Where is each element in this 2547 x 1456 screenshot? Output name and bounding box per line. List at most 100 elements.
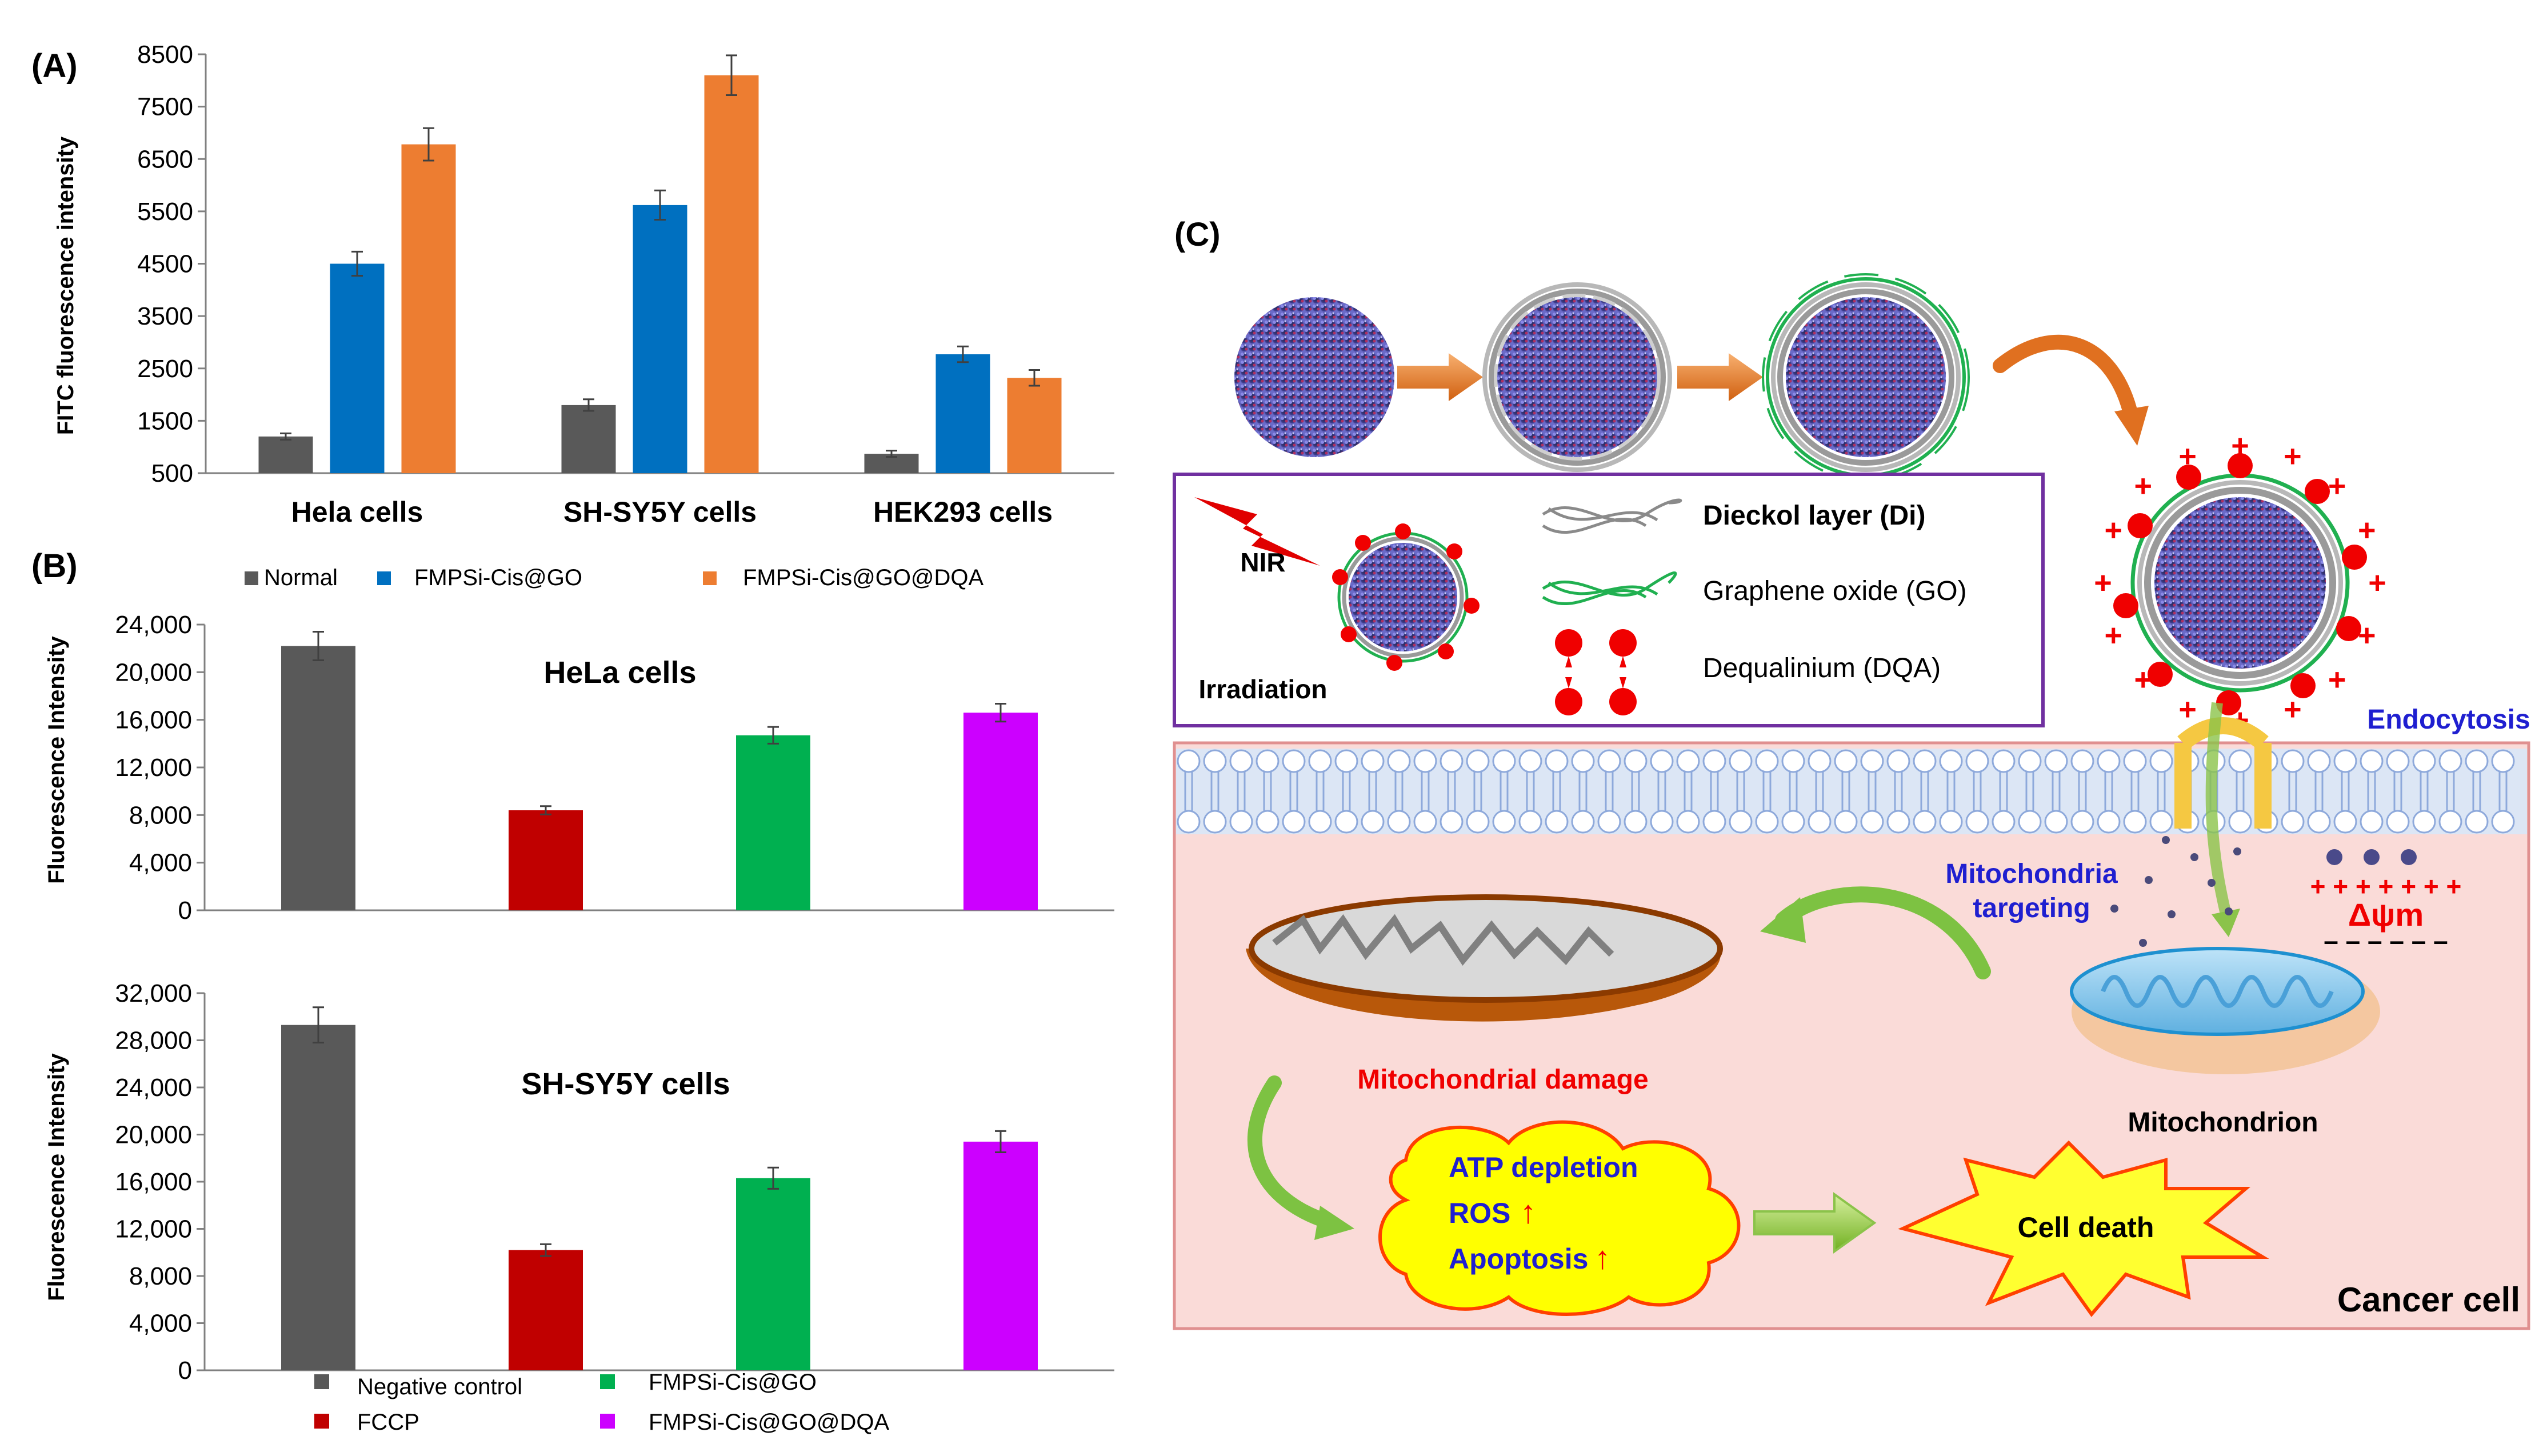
- chart-b-ytick-label: 8,000: [129, 1262, 192, 1290]
- nir-label-2: Irradiation: [1199, 674, 1328, 704]
- arrow-right-icon-1: [1397, 353, 1483, 401]
- chart-b-bar: [509, 1250, 583, 1370]
- chart-b-bar: [736, 735, 810, 910]
- plus-mark: +: [2134, 663, 2153, 697]
- nir-label-1: NIR: [1240, 547, 1285, 577]
- chart-b-ytick-label: 24,000: [115, 1074, 192, 1102]
- chart-a-bar: [633, 205, 687, 473]
- apoptosis-up-arrow: ↑: [1594, 1239, 1610, 1275]
- plus-mark: +: [2368, 566, 2386, 600]
- ros-up-arrow: ↑: [1520, 1194, 1536, 1230]
- chart-a-bar: [704, 75, 759, 473]
- graphene-oxide-icon: [1542, 571, 1677, 605]
- chart-a-bar: [1007, 378, 1062, 473]
- dieckol-layer-icon: [1542, 498, 1682, 534]
- chart-a-ytick-label: 1500: [137, 407, 193, 435]
- chart-b-hela-ylabel: Fluorescence Intensity: [44, 636, 69, 884]
- plus-mark: +: [2358, 513, 2376, 547]
- cell-death-burst: [1898, 1140, 2269, 1317]
- plus-mark: +: [2284, 439, 2302, 473]
- mito-targeting-label-1: Mitochondria: [1945, 859, 2118, 889]
- np-dqa-final: [2113, 453, 2367, 715]
- chart-b-ytick-label: 20,000: [115, 658, 192, 686]
- plus-mark: +: [2328, 663, 2346, 697]
- chart-b-bar: [281, 1025, 355, 1370]
- chart-a-ytick-label: 8500: [137, 41, 193, 69]
- atp-depletion-label: ATP depletion: [1449, 1151, 1638, 1183]
- chart-a-ytick-label: 4500: [137, 250, 193, 278]
- plus-mark: +: [2358, 618, 2376, 653]
- legend-go: Graphene oxide (GO): [1703, 576, 1967, 606]
- np-irradiated-icon: [1332, 523, 1480, 671]
- legend-b-go: FMPSi-Cis@GO: [649, 1370, 817, 1395]
- cell-membrane: [1176, 749, 2527, 834]
- legend-dqa-c: Dequalinium (DQA): [1703, 653, 1941, 683]
- chart-b-bar: [963, 713, 1038, 910]
- legend-a: Normal FMPSi-Cis@GO FMPSi-Cis@GO@DQA: [245, 565, 984, 590]
- arrow-right-green-icon: [1753, 1192, 1877, 1254]
- membrane-plus-row: + + + + + + +: [2310, 871, 2462, 901]
- np-dieckol-coated: [1482, 282, 1672, 472]
- np-small-icons: [2326, 849, 2417, 865]
- legend-b-swatch-go: [600, 1374, 615, 1389]
- legend-b-neg: Negative control: [357, 1374, 522, 1399]
- legend-a-swatch-dqa: [703, 571, 717, 585]
- chart-a-category-label: Hela cells: [291, 496, 423, 528]
- legend-box-c: NIR Irradiation Dieckol layer (Di) Graph…: [1173, 473, 2045, 727]
- chart-b-bar: [509, 810, 583, 910]
- endocytosis-label: Endocytosis: [2367, 705, 2530, 735]
- chart-a-ylabel: FITC fluorescence intensity: [53, 136, 78, 435]
- effects-cloud: [1378, 1120, 1741, 1316]
- plus-mark: +: [2104, 618, 2122, 653]
- chart-b-bar: [963, 1141, 1038, 1370]
- chart-a-ytick-label: 6500: [137, 145, 193, 173]
- legend-b: Negative control FMPSi-Cis@GO FCCP FMPSi…: [314, 1370, 890, 1435]
- chart-a-ytick-label: 3500: [137, 302, 193, 330]
- chart-a: 50015002500350045005500650075008500Hela …: [137, 41, 1114, 528]
- chart-b-ytick-label: 12,000: [115, 1215, 192, 1243]
- plus-mark: +: [2231, 429, 2249, 463]
- chart-b-ytick-label: 4,000: [129, 1310, 192, 1338]
- apoptosis-label: Apoptosis: [1449, 1243, 1588, 1275]
- chart-b-ytick-label: 16,000: [115, 1168, 192, 1196]
- chart-a-category-label: SH-SY5Y cells: [563, 496, 757, 528]
- chart-a-bar: [401, 144, 456, 474]
- chart-b-hela-title: HeLa cells: [543, 655, 696, 690]
- endocytosis-channel-icon: [2174, 702, 2272, 937]
- chart-a-ytick-label: 7500: [137, 93, 193, 121]
- chart-b-bar: [736, 1178, 810, 1370]
- legend-a-normal: Normal: [264, 565, 338, 590]
- chart-a-ytick-label: 5500: [137, 198, 193, 226]
- plus-mark: +: [2178, 693, 2197, 727]
- chart-a-bar: [258, 436, 313, 473]
- mitochondrion-label: Mitochondrion: [2128, 1107, 2318, 1138]
- np-core: [1234, 297, 1394, 457]
- chart-b-ytick-label: 12,000: [115, 754, 192, 782]
- legend-b-dqa: FMPSi-Cis@GO@DQA: [649, 1410, 890, 1435]
- chart-b-ytick-label: 0: [178, 1357, 192, 1385]
- cancer-cell-label: Cancer cell: [2337, 1281, 2520, 1319]
- chart-b-bar: [281, 646, 355, 910]
- chart-b-ytick-label: 24,000: [115, 611, 192, 639]
- legend-b-swatch-dqa: [600, 1414, 615, 1429]
- ros-label: ROS: [1449, 1197, 1510, 1229]
- chart-b-shsy5y-ylabel: Fluorescence Intensity: [44, 1053, 69, 1301]
- cell-death-label: Cell death: [2018, 1211, 2154, 1243]
- legend-a-dqa: FMPSi-Cis@GO@DQA: [743, 565, 984, 590]
- membrane-minus-row: – – – – – –: [2324, 926, 2448, 955]
- panel-a-label: (A): [31, 47, 78, 85]
- delta-psi-label: Δψm: [2348, 897, 2424, 933]
- chart-b-ytick-label: 4,000: [129, 849, 192, 877]
- chart-b-ytick-label: 0: [178, 897, 192, 925]
- curved-arrow-to-damage-icon: [1760, 886, 1991, 979]
- plus-mark: +: [2134, 469, 2153, 503]
- mitochondrion-healthy: [2070, 947, 2380, 1074]
- legend-a-swatch-go: [377, 571, 391, 585]
- chart-b-ytick-label: 20,000: [115, 1121, 192, 1149]
- legend-b-swatch-fccp: [314, 1414, 329, 1429]
- legend-b-fccp: FCCP: [357, 1410, 419, 1435]
- nanoparticle-scatter: [2110, 836, 2241, 947]
- legend-a-go: FMPSi-Cis@GO: [414, 565, 582, 590]
